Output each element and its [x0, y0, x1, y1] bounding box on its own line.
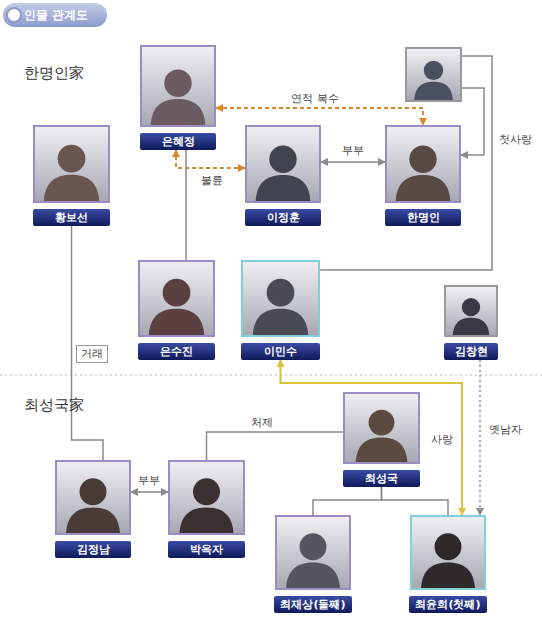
- person-card: 김정남: [55, 460, 131, 558]
- relation-line: [185, 150, 187, 260]
- relation-label: 불륜: [199, 174, 225, 188]
- person-card: 은수진: [138, 260, 215, 360]
- relation-line: [72, 226, 104, 460]
- name-bar: 최재상(둘째): [274, 596, 352, 613]
- name-bar: 이민수: [241, 343, 320, 360]
- portrait-frame: [385, 125, 461, 203]
- portrait: [387, 127, 459, 201]
- name-bar: 이정훈: [245, 209, 321, 226]
- portrait: [412, 517, 484, 588]
- portrait: [170, 462, 243, 533]
- name-bar: 김창현: [444, 343, 498, 360]
- person-card: 이민수: [241, 260, 320, 360]
- relation-line: [382, 487, 449, 515]
- portrait: [35, 127, 108, 201]
- portrait: [446, 287, 496, 335]
- person-name: 한명인: [407, 209, 440, 226]
- person-card: 김창현: [444, 285, 498, 360]
- family-separator: [0, 375, 542, 376]
- person-card: 최성국: [343, 392, 420, 487]
- relation-label: 부부: [340, 144, 366, 158]
- portrait-frame: [33, 125, 110, 203]
- relation-line: [281, 360, 463, 515]
- name-bar: 최윤희(첫째): [409, 596, 487, 613]
- person-name: 은수진: [160, 343, 193, 360]
- portrait: [345, 394, 418, 462]
- portrait: [57, 462, 129, 533]
- portrait-frame: [245, 125, 321, 203]
- name-bar: 은수진: [138, 343, 215, 360]
- relation-label: 연적 복수: [289, 92, 341, 106]
- name-bar: 김정남: [55, 541, 131, 558]
- relation-line: [216, 108, 423, 125]
- name-bar: 최성국: [343, 470, 420, 487]
- person-card: 황보선: [33, 125, 110, 226]
- portrait: [243, 262, 318, 335]
- person-card: 이정훈: [245, 125, 321, 226]
- relation-label: 부부: [136, 474, 162, 488]
- portrait-frame: [55, 460, 131, 535]
- title-badge: [3, 3, 107, 27]
- relation-label: 옛남자: [487, 423, 524, 437]
- relation-line: [479, 360, 481, 515]
- person-name: 김정남: [77, 541, 110, 558]
- portrait-frame: [241, 260, 320, 337]
- name-bar: 은혜정: [140, 133, 216, 150]
- relation-line: [461, 88, 484, 155]
- portrait-frame: [343, 392, 420, 464]
- person-card: 은혜정: [140, 45, 216, 150]
- person-card: 최윤희(첫째): [409, 515, 487, 613]
- person-card: 한명인: [385, 125, 461, 226]
- family-label: 한명인家: [24, 64, 84, 83]
- person-name: 이민수: [264, 343, 297, 360]
- portrait: [277, 517, 349, 588]
- person-name: 김창현: [455, 343, 488, 360]
- relation-line: [131, 491, 168, 493]
- relation-label: 첫사랑: [497, 133, 534, 147]
- relation-label: 처제: [249, 416, 275, 430]
- relation-label: 거래: [76, 345, 108, 363]
- name-bar: 한명인: [385, 209, 461, 226]
- person-name: 박옥자: [190, 541, 223, 558]
- person-name: 황보선: [55, 209, 88, 226]
- person-name: 이정훈: [267, 209, 300, 226]
- portrait-frame: [275, 515, 351, 590]
- person-name: 은혜정: [162, 133, 195, 150]
- name-bar: 황보선: [33, 209, 110, 226]
- portrait-frame: [168, 460, 245, 535]
- diagram-title: 인물 관계도: [24, 7, 88, 24]
- person-card: [405, 47, 462, 102]
- person-name: 최성국: [365, 470, 398, 487]
- relation-label: 사랑: [429, 433, 455, 447]
- relation-line: [313, 487, 382, 515]
- relation-line: [321, 161, 385, 163]
- portrait: [142, 47, 214, 125]
- portrait: [407, 49, 460, 100]
- portrait-frame: [138, 260, 215, 337]
- portrait-frame: [410, 515, 486, 590]
- name-bar: 박옥자: [168, 541, 245, 558]
- person-card: 최재상(둘째): [274, 515, 352, 613]
- family-label: 최성국家: [24, 396, 84, 415]
- portrait-frame: [444, 285, 498, 337]
- person-card: 박옥자: [168, 460, 245, 558]
- title-icon: [7, 8, 21, 22]
- portrait: [247, 127, 319, 201]
- portrait: [140, 262, 213, 335]
- person-name: 최재상(둘째): [280, 596, 345, 613]
- portrait-frame: [405, 47, 462, 102]
- portrait-frame: [140, 45, 216, 127]
- person-name: 최윤희(첫째): [415, 596, 480, 613]
- relation-line: [207, 432, 344, 460]
